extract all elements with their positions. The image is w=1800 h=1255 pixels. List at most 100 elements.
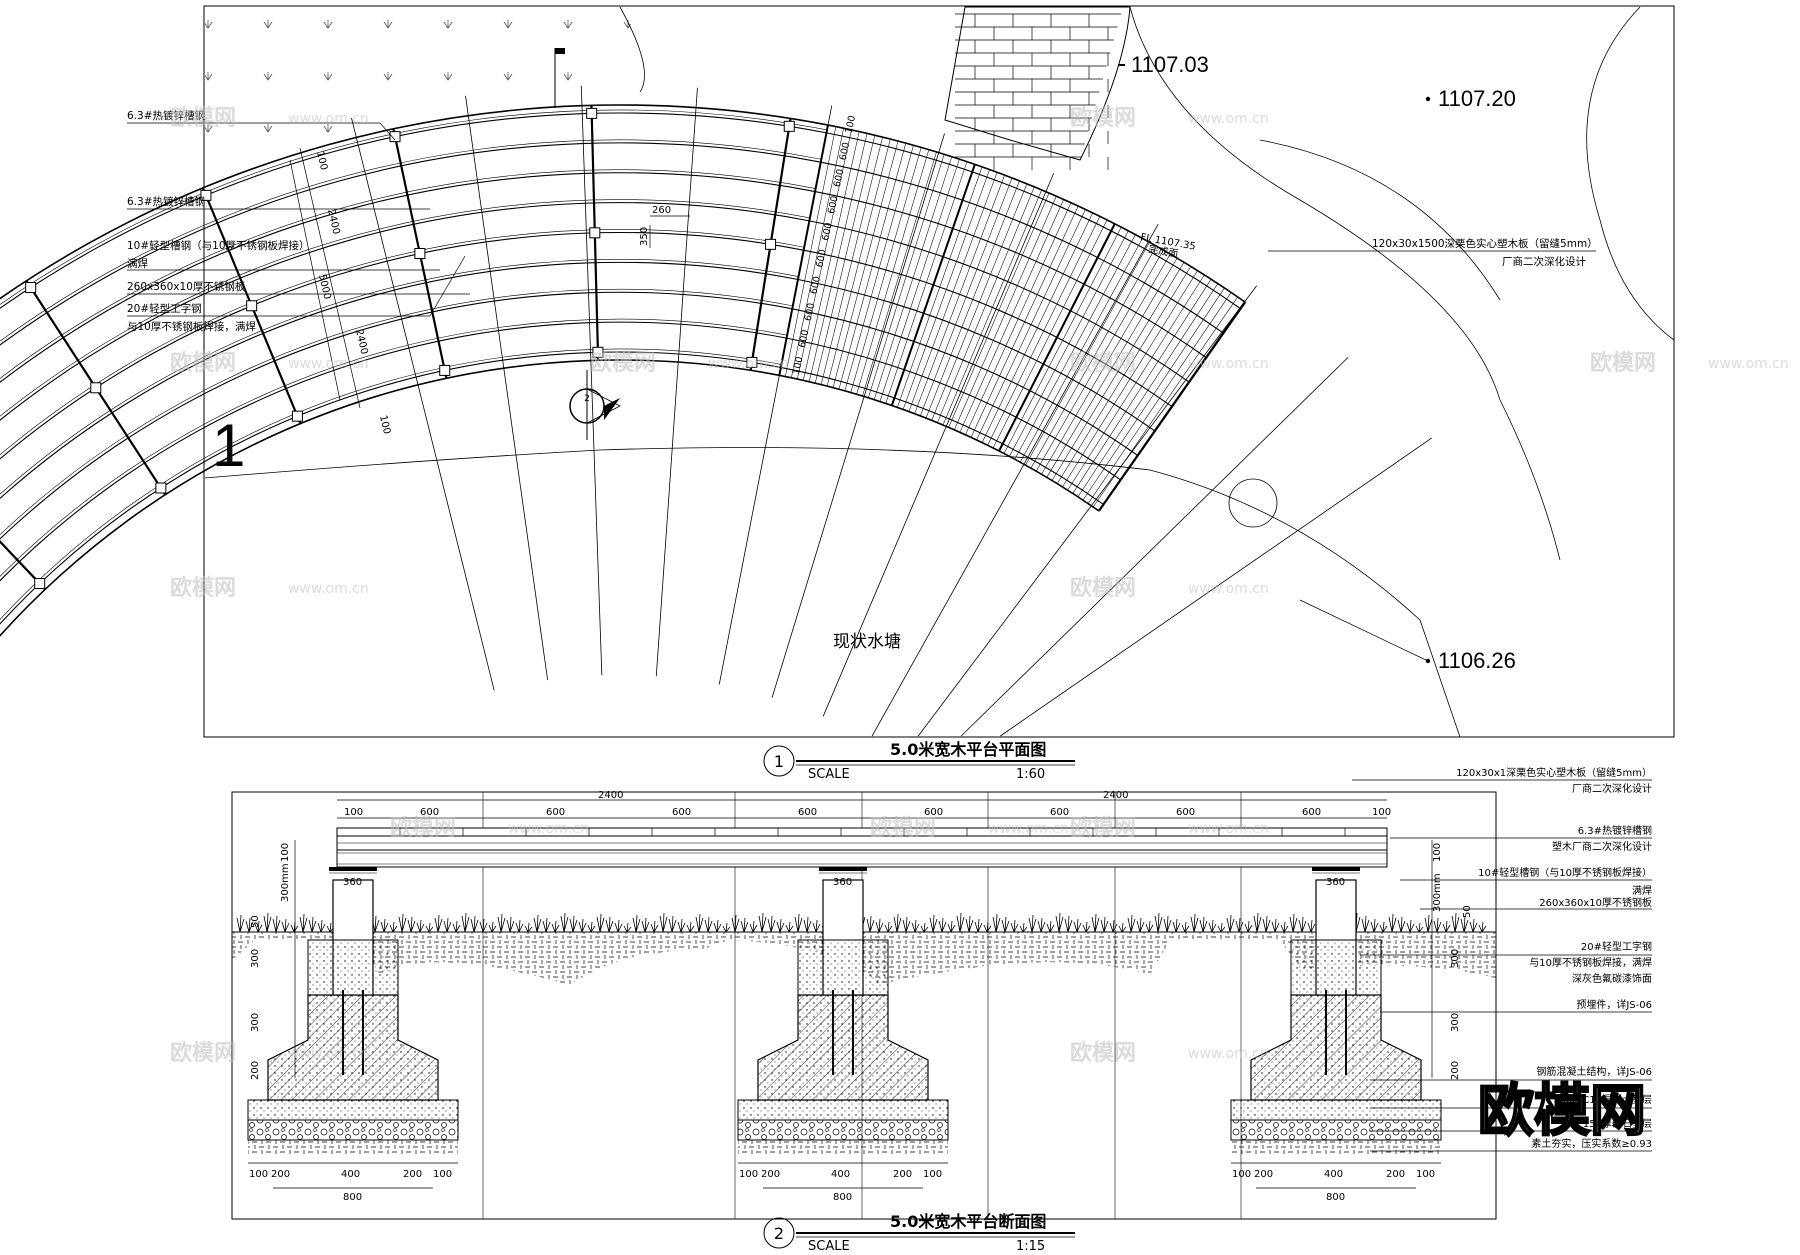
dim-foot-total: 800 — [833, 1192, 852, 1203]
dim-joist: 600 — [808, 275, 823, 295]
watermark-text: 欧模网 — [170, 1040, 236, 1066]
plan-frame — [203, 5, 1675, 738]
deck-board — [820, 137, 883, 385]
radial-line — [465, 95, 549, 681]
post-plate — [291, 410, 303, 422]
elevation-3: 1106.26 — [1438, 648, 1516, 673]
vdim-right-200: 200 — [1450, 1061, 1461, 1080]
section-left-vdims: 100 300mm 50 300 300 200 — [250, 840, 296, 1080]
dim-bay: 100 — [1372, 807, 1391, 818]
plan-post-dims: 260 350 — [639, 205, 690, 248]
dim-foot: 200 — [271, 1169, 290, 1180]
dim-bay: 600 — [672, 807, 691, 818]
watermark-site: www.om.cn — [988, 821, 1069, 837]
joist-arc — [0, 172, 1207, 384]
watermark-site: www.om.cn — [1188, 1046, 1269, 1062]
deck-board — [791, 128, 844, 378]
elevation-2: 1107.20 — [1438, 86, 1516, 111]
deck-board — [1041, 253, 1171, 475]
dim-bay: 600 — [1302, 807, 1321, 818]
radial-line — [655, 87, 698, 677]
dim-foot: 400 — [1324, 1169, 1343, 1180]
watermark: 欧模网 欧模网 www.om.cn 欧模网 www.om.cn 欧模网 www.om.cn… — [170, 105, 1789, 1145]
section-title-block: 2 5.0米宽木平台断面图 SCALE 1:15 — [763, 1212, 1075, 1254]
deck-board — [959, 199, 1064, 433]
north-flag — [554, 48, 565, 108]
dim-foot: 200 — [761, 1169, 780, 1180]
vdim-left-200: 200 — [250, 1061, 261, 1080]
joist-arc-edge — [0, 229, 805, 456]
dim-bay: 600 — [420, 807, 439, 818]
deck-board — [873, 156, 953, 400]
section-note: 厂商二次深化设计 — [1572, 782, 1652, 795]
section-scale-value: 1:15 — [1016, 1239, 1045, 1254]
deck-board — [862, 151, 937, 397]
dim-post-width: 360 — [1326, 877, 1345, 888]
watermark-text: 欧模网 — [870, 815, 936, 841]
joist-arc — [0, 291, 1139, 540]
deck-board — [856, 149, 930, 395]
post-plate — [746, 356, 758, 368]
label-light-channel: 10#轻型槽钢（与10厚不锈钢板焊接） — [127, 239, 310, 252]
deck-inner-edge — [0, 359, 1100, 637]
vdim-right-50: 50 — [1462, 905, 1473, 918]
watermark-text: 欧模网 — [1070, 105, 1136, 131]
label-steel-plate: 260x360x10厚不锈钢板 — [127, 280, 246, 293]
section-title-number: 2 — [774, 1224, 784, 1243]
post-plate — [246, 300, 258, 312]
vdim-right-100: 100 — [1432, 843, 1443, 862]
deck-board — [1062, 270, 1198, 488]
watermark-site: www.om.cn — [508, 821, 589, 837]
radial-line — [580, 85, 603, 676]
dim-post-width: 360 — [833, 877, 852, 888]
deck-board — [1092, 296, 1238, 508]
radial-line — [871, 223, 1159, 737]
joist-arc-edge — [0, 169, 816, 379]
detail-circle — [1228, 478, 1278, 528]
elevations: 1107.03 1107.20 1106.26 — [1118, 52, 1516, 673]
dim-left-100a: 100 — [314, 150, 329, 171]
section-mark: 1 — [212, 412, 245, 479]
deck-board — [937, 186, 1035, 423]
deck-board — [954, 196, 1057, 430]
terrain-contours — [204, 6, 1675, 738]
label-i-beam: 20#轻型工字钢 — [127, 302, 202, 315]
post-plate — [34, 578, 46, 590]
dim-joist: 600 — [803, 302, 818, 322]
plan-title: 5.0米宽木平台平面图 — [890, 740, 1046, 759]
deck-board — [879, 159, 960, 402]
post-plate — [592, 346, 604, 358]
joist-arc-edge — [0, 288, 793, 536]
dim-foot: 200 — [1386, 1169, 1405, 1180]
deck-board — [1046, 258, 1178, 478]
radial-layout-lines — [351, 85, 1433, 737]
watermark-site: www.om.cn — [708, 356, 789, 372]
watermark-logo: 欧模网 — [1478, 1079, 1646, 1144]
plan-title-block: 1 5.0米宽木平台平面图 SCALE 1:60 — [763, 740, 1075, 782]
deck-platform — [0, 104, 1247, 637]
dim-post-350: 350 — [639, 227, 650, 246]
section-note: 100厚C15混凝土垫层 — [1553, 1093, 1652, 1106]
joist-arc-edge — [0, 318, 788, 577]
dim-foot: 100 — [249, 1169, 268, 1180]
dim-foot: 100 — [1416, 1169, 1435, 1180]
dim-left-2400b: 2400 — [353, 328, 369, 355]
paving-area — [944, 6, 1131, 170]
deck-board — [925, 180, 1020, 419]
radial-line — [351, 117, 495, 691]
watermark-text: 欧模网 — [170, 105, 236, 131]
watermark-site: www.om.cn — [288, 1046, 369, 1062]
dim-bay: 600 — [1176, 807, 1195, 818]
deck-board — [1014, 234, 1136, 460]
vdim-right-300b: 300 — [1450, 1013, 1461, 1032]
section-note: 与10厚不锈钢板焊接，满焊 — [1529, 956, 1652, 969]
deck-outer-edge — [0, 104, 1246, 303]
section-note: 深灰色氟碳漆饰面 — [1572, 972, 1652, 985]
deck-board — [808, 133, 868, 382]
label-weld-2: 与10厚不锈钢板焊接，满焊 — [127, 320, 256, 333]
radial-line — [771, 133, 945, 698]
radial-line — [822, 173, 1055, 717]
